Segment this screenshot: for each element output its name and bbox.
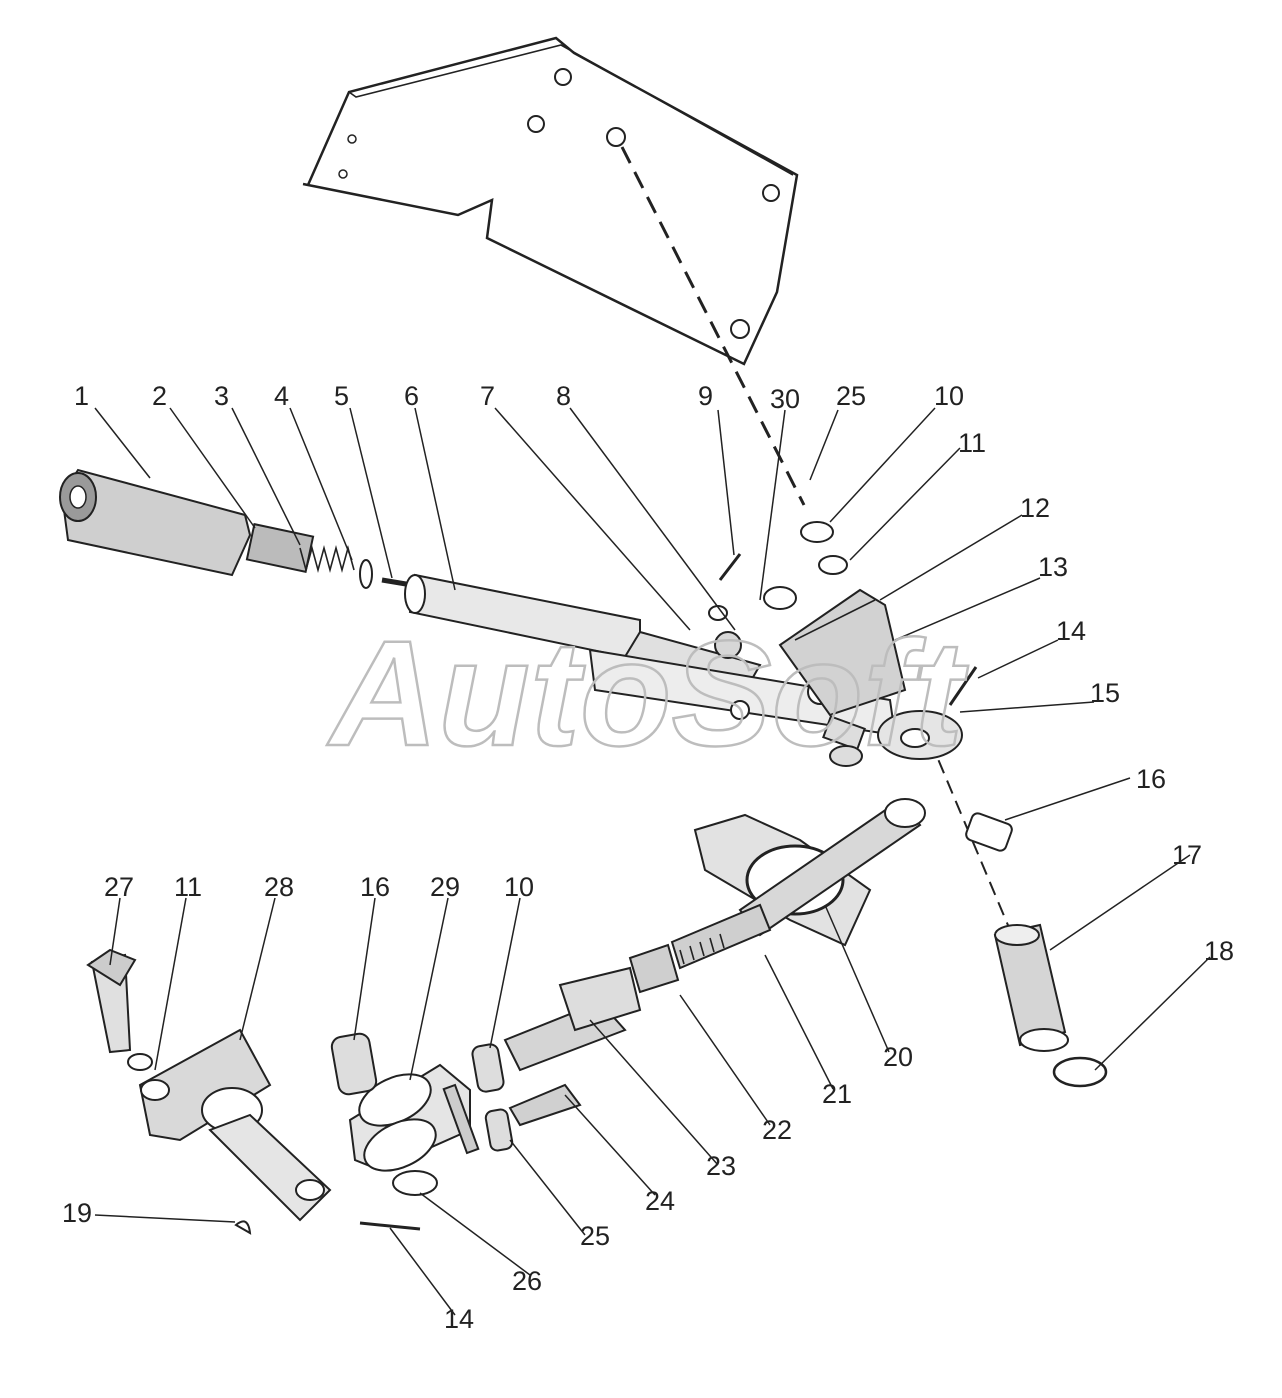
callout-21: 21 (822, 1079, 852, 1109)
callout-28: 28 (264, 872, 294, 902)
callout-8: 8 (556, 381, 571, 411)
callout-labels: 1 2 3 4 5 6 7 8 9 30 25 10 11 12 13 14 1… (62, 381, 1234, 1334)
callout-25b: 25 (580, 1221, 610, 1251)
callout-12: 12 (1020, 493, 1050, 523)
lower-linkage-assembly (86, 798, 1108, 1235)
callout-4: 4 (274, 381, 289, 411)
callout-13: 13 (1038, 552, 1068, 582)
clamp-arm (86, 948, 332, 1235)
callout-26: 26 (512, 1266, 542, 1296)
assembly-axis-lines (620, 146, 1011, 931)
callout-18: 18 (1204, 936, 1234, 966)
callout-29: 29 (430, 872, 460, 902)
callout-1: 1 (74, 381, 89, 411)
spring-section (245, 522, 373, 589)
small-pins (330, 1032, 582, 1152)
callout-15: 15 (1090, 678, 1120, 708)
callout-23: 23 (706, 1151, 736, 1181)
callout-22: 22 (762, 1115, 792, 1145)
callout-11: 11 (958, 428, 986, 458)
threaded-stud (503, 903, 772, 1072)
callout-30: 30 (770, 384, 800, 414)
callout-20: 20 (883, 1042, 913, 1072)
sector-plate (778, 588, 907, 717)
small-fasteners (708, 521, 1013, 852)
callout-5: 5 (334, 381, 349, 411)
callout-7: 7 (480, 381, 495, 411)
leader-lines (94, 407, 1211, 1316)
callout-14b: 14 (444, 1304, 474, 1334)
callout-16b: 16 (360, 872, 390, 902)
callout-10: 10 (934, 381, 964, 411)
callout-27: 27 (104, 872, 134, 902)
upper-lever-assembly (59, 468, 1013, 852)
callout-11b: 11 (174, 872, 202, 902)
pivot-boss (822, 710, 963, 767)
lower-right-pin (993, 923, 1108, 1088)
clevis-fork (348, 1063, 480, 1231)
boot-and-eye-rod (693, 798, 926, 947)
mounting-bracket-plate (302, 36, 799, 366)
callout-19: 19 (62, 1198, 92, 1228)
autosoft-watermark: AutoSoft (326, 609, 969, 777)
callout-2: 2 (152, 381, 167, 411)
callout-25: 25 (836, 381, 866, 411)
callout-9: 9 (698, 381, 713, 411)
callout-3: 3 (214, 381, 229, 411)
callout-17: 17 (1172, 840, 1202, 870)
callout-10b: 10 (504, 872, 534, 902)
callout-16: 16 (1136, 764, 1166, 794)
handle-knob (59, 468, 252, 577)
callout-6: 6 (404, 381, 419, 411)
callout-14: 14 (1056, 616, 1086, 646)
callout-24: 24 (645, 1186, 675, 1216)
